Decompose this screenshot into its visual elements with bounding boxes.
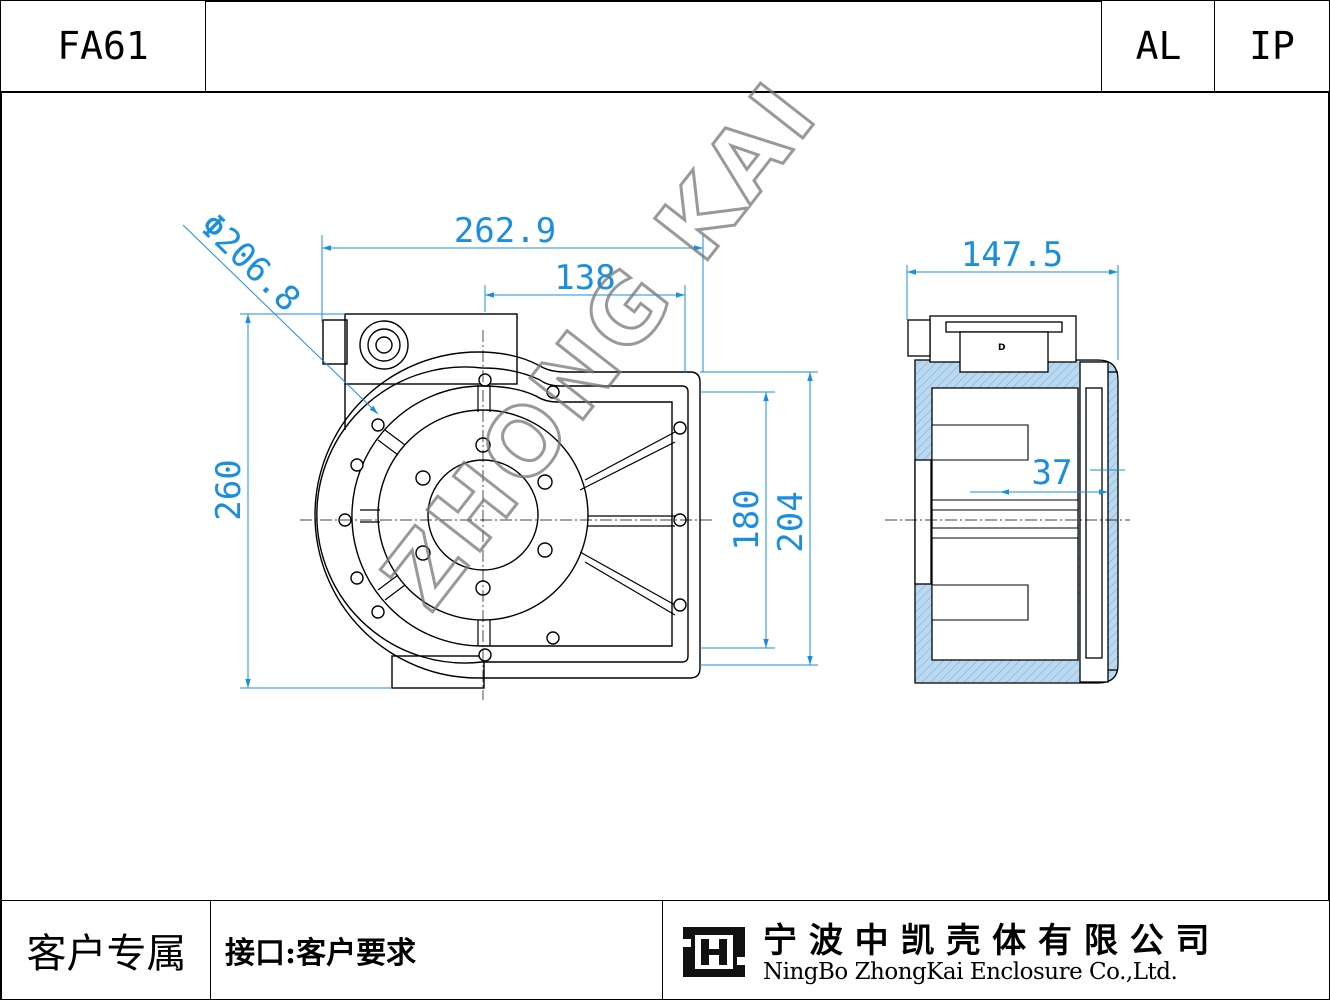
ribs <box>360 385 676 646</box>
company-name-cn: 宁 波 中 凯 壳 体 有 限 公 司 <box>763 921 1210 961</box>
screw-bosses <box>338 373 687 662</box>
conduit-boss-outer <box>359 320 409 370</box>
bottom-tab <box>391 655 485 689</box>
customer-cell: 客户专属 <box>0 900 212 1000</box>
front-view <box>300 313 712 700</box>
company-cell: 宁 波 中 凯 壳 体 有 限 公 司 NingBo ZhongKai Encl… <box>662 900 1330 1000</box>
company-name-en: NingBo ZhongKai Enclosure Co.,Ltd. <box>763 959 1178 985</box>
rating-label: IP <box>1249 24 1295 68</box>
dim-overall-width: 262.9 <box>454 211 556 251</box>
dim-overall-height: 260 <box>209 459 249 520</box>
material-label: AL <box>1135 24 1182 68</box>
company-logo-icon <box>681 927 747 977</box>
customer-exclusive-label: 客户专属 <box>26 931 187 977</box>
dim-side-offset: 37 <box>1032 453 1073 493</box>
left-nub <box>322 319 348 365</box>
dim-inner-width: 138 <box>554 258 615 298</box>
model-label: FA61 <box>57 24 149 68</box>
side-view-marker: D <box>998 343 1005 353</box>
dim-inner-height-180: 180 <box>727 489 767 550</box>
header-rule <box>0 91 1330 93</box>
rib-frame-outer <box>316 366 689 664</box>
rib-frame-inner <box>351 385 673 647</box>
side-view <box>885 315 1130 684</box>
dimension-lines <box>182 224 1125 689</box>
dim-side-depth: 147.5 <box>961 235 1063 275</box>
top-boss-block <box>344 313 518 385</box>
housing-outline <box>314 351 701 679</box>
conduit-boss-ring <box>367 328 401 362</box>
watermark-text: ZHONG KAI <box>363 61 840 629</box>
bolt-holes <box>415 437 553 596</box>
conduit-boss-inner <box>375 336 393 354</box>
dim-diameter: Φ206.8 <box>192 206 308 320</box>
material-cell: AL <box>1101 0 1216 92</box>
interface-cell: 接口:客户要求 <box>210 900 664 1000</box>
model-cell: FA61 <box>0 0 206 92</box>
dim-inner-height-204: 204 <box>771 491 811 552</box>
interface-note-label: 接口:客户要求 <box>225 936 417 971</box>
